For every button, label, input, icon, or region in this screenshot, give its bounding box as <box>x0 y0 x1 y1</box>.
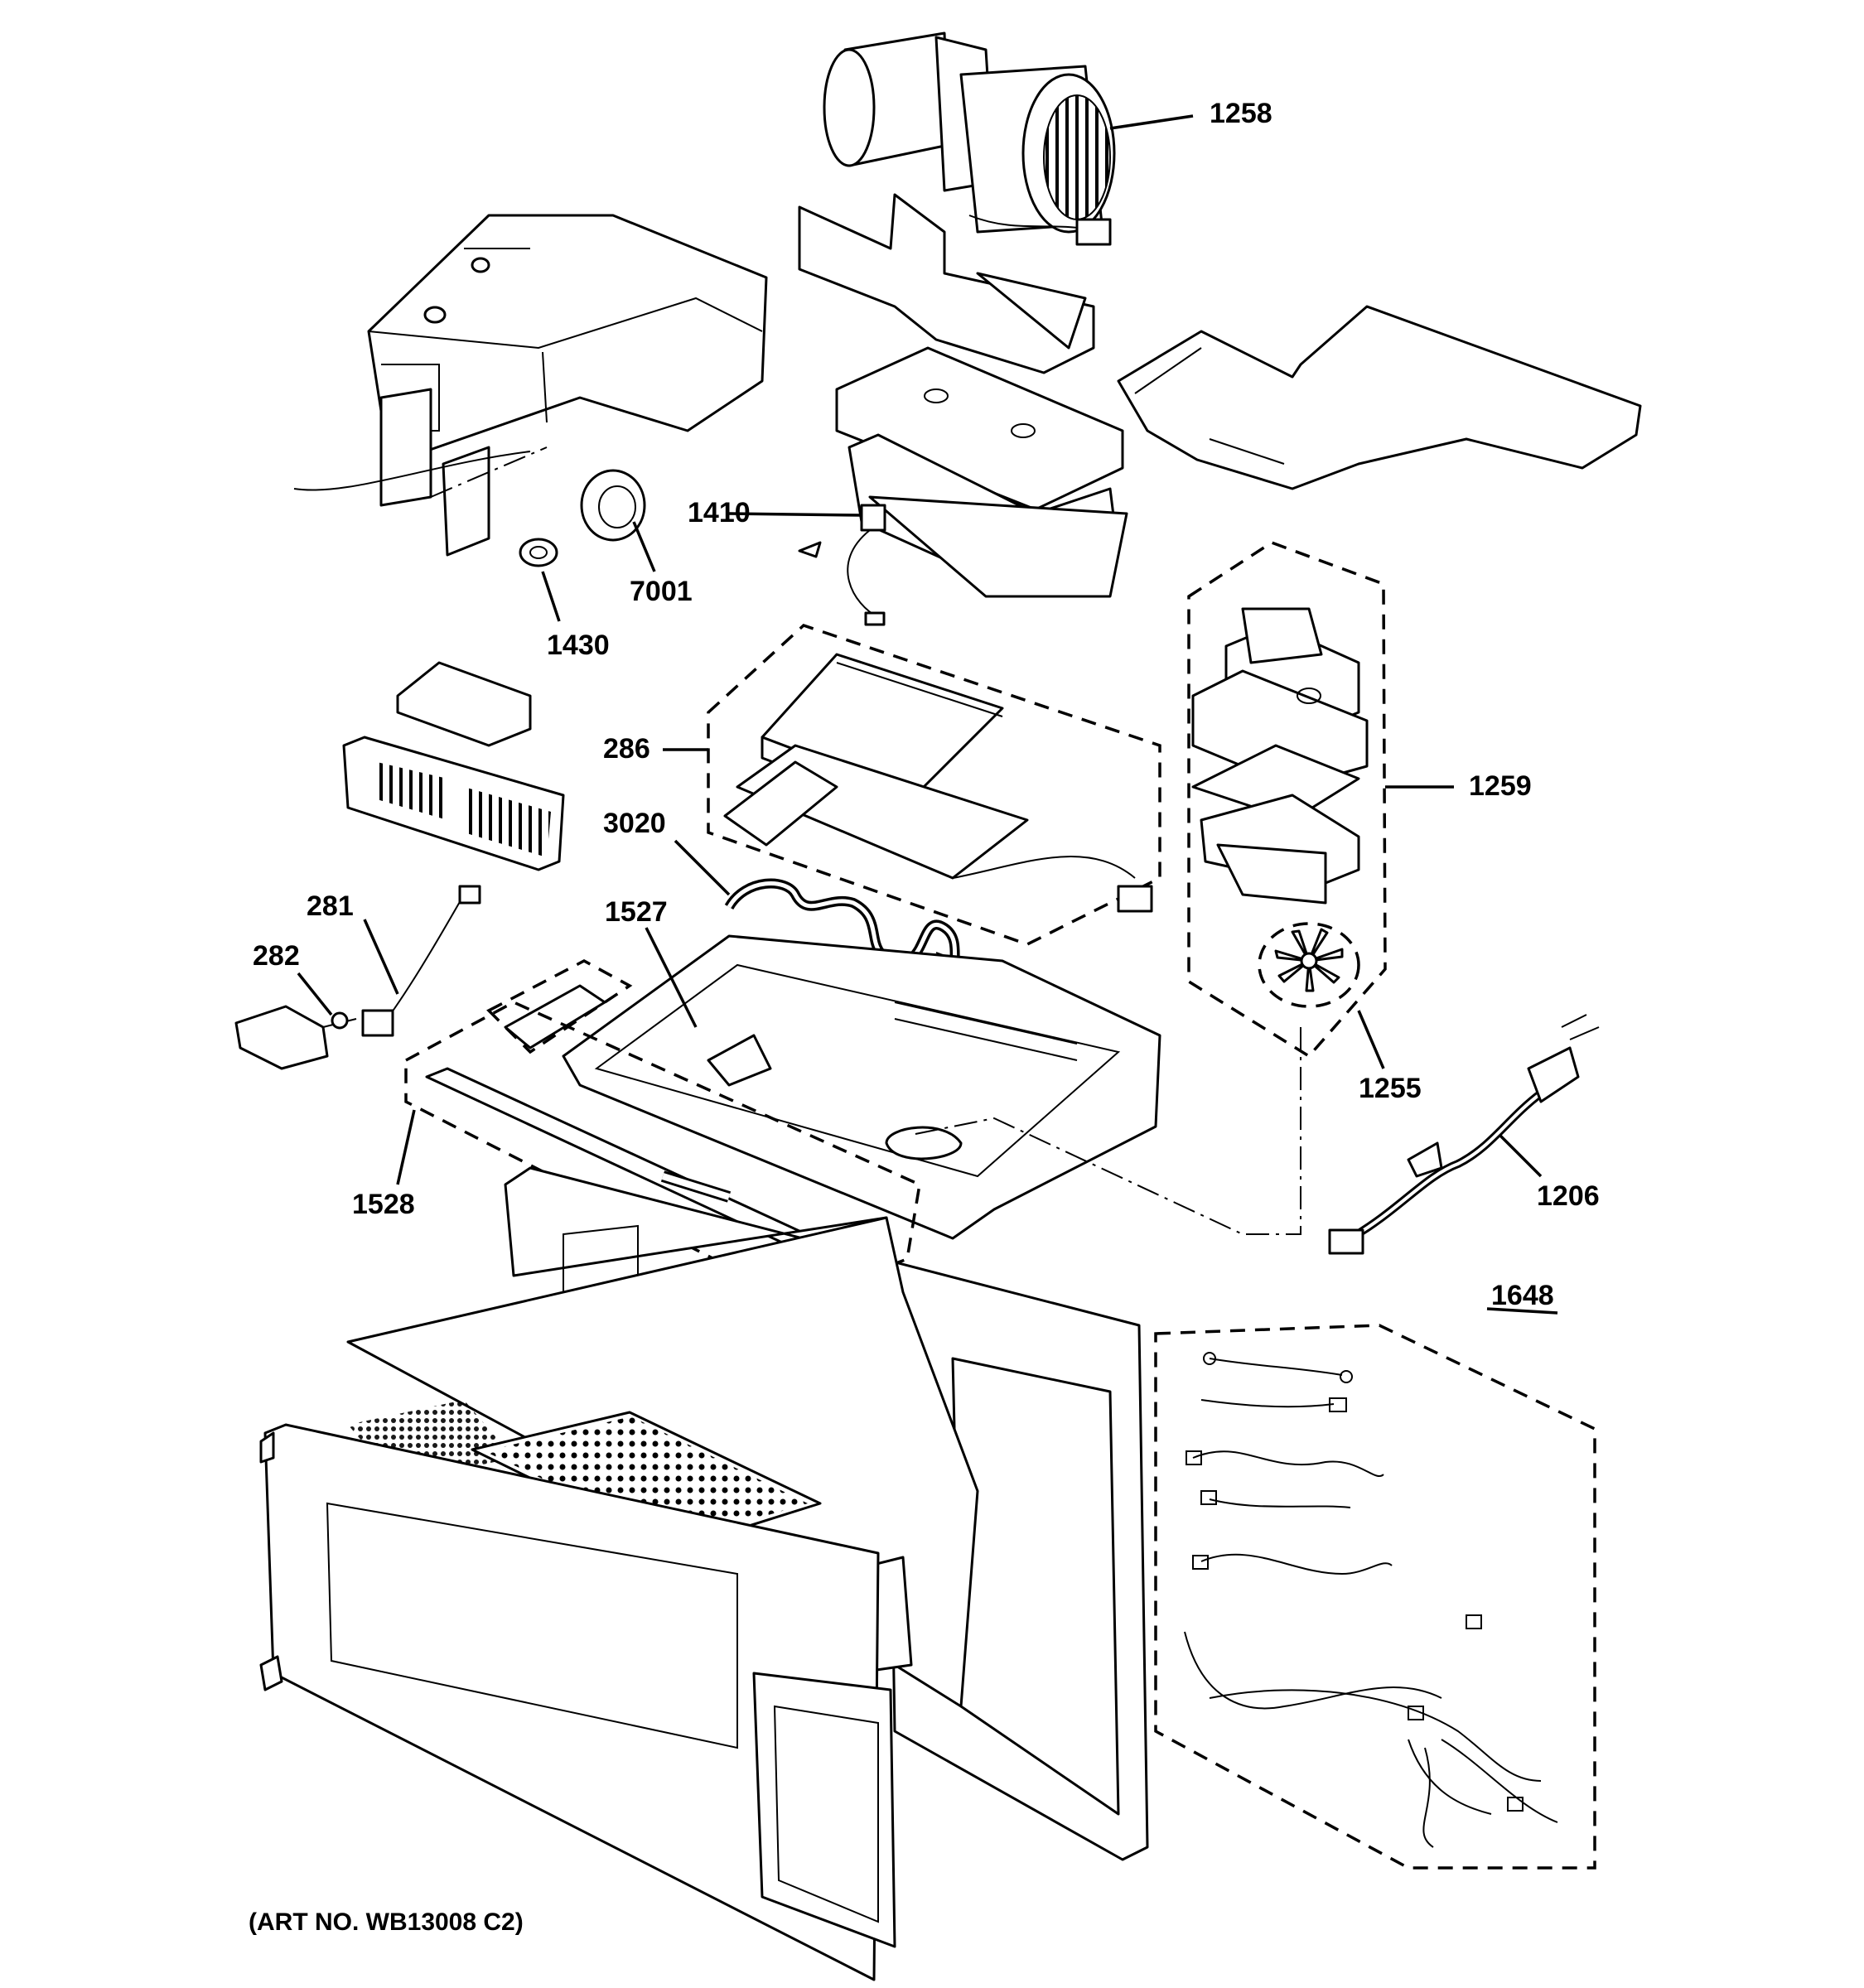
leader-lines <box>297 114 1558 1315</box>
callout-3020: 3020 <box>603 808 666 839</box>
vent-grille <box>342 661 565 871</box>
oven-cavity <box>259 1166 1149 1981</box>
power-cord-1206 <box>1328 1014 1600 1255</box>
callout-286: 286 <box>603 733 650 765</box>
sensor-bracket-1410 <box>798 346 1128 626</box>
blower-motor-assembly <box>823 31 1116 246</box>
top-plate <box>1117 305 1642 490</box>
group-286 <box>707 624 1161 946</box>
thermistor-281 <box>361 885 481 1037</box>
bottom-plate-1527 <box>562 934 1161 1240</box>
damper-shield <box>798 193 1095 374</box>
callout-1259: 1259 <box>1469 770 1532 802</box>
callout-1255: 1255 <box>1359 1073 1422 1104</box>
callout-1430: 1430 <box>547 630 610 661</box>
callout-1258: 1258 <box>1210 98 1272 129</box>
alignment-centerline <box>910 1027 1301 1235</box>
callout-282: 282 <box>253 940 300 972</box>
callout-1648: 1648 <box>1491 1280 1554 1311</box>
callout-7001: 7001 <box>630 576 693 607</box>
callout-labels: 1258 1410 7001 1430 286 1259 3020 1527 2… <box>253 98 1600 1311</box>
callout-1528: 1528 <box>352 1189 415 1220</box>
callout-1527: 1527 <box>605 896 668 928</box>
group-1259 <box>1187 541 1387 1059</box>
callout-281: 281 <box>307 890 354 922</box>
thermal-cutout-1430 <box>519 538 558 567</box>
art-number: (ART NO. WB13008 C2) <box>249 1908 524 1936</box>
bracket-282 <box>234 1005 357 1070</box>
group-1528 <box>404 1001 921 1302</box>
fan-blade-1255 <box>1258 922 1360 1008</box>
callout-1410: 1410 <box>688 497 751 528</box>
callout-1206: 1206 <box>1537 1180 1600 1212</box>
air-guide-duct <box>293 214 768 557</box>
filter-cover-dashed <box>486 959 633 1054</box>
group-1648 <box>1154 1324 1596 1870</box>
fan-motor-7001 <box>580 469 646 542</box>
